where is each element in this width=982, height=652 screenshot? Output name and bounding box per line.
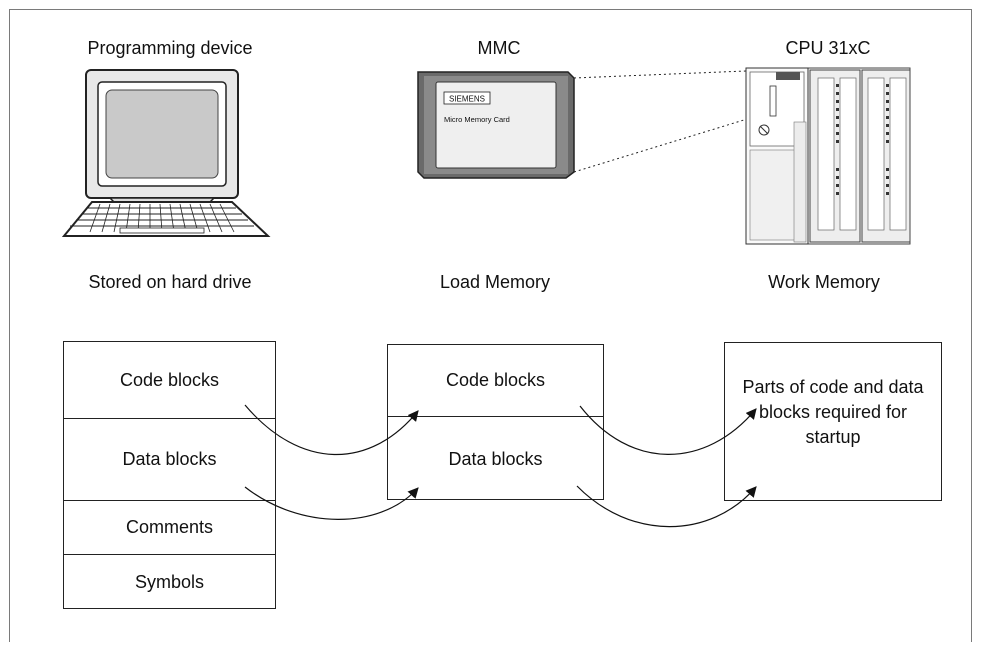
load-memory-box: Code blocks Data blocks [387,344,604,500]
hard-drive-box: Code blocks Data blocks Comments Symbols [63,341,276,609]
arrow-code-load-to-work [579,405,757,455]
hard-drive-comments: Comments [64,501,275,555]
mmc-card-icon: SIEMENS Micro Memory Card [417,71,575,179]
hard-drive-code-blocks-label: Code blocks [119,369,220,390]
hard-drive-symbols-label: Symbols [134,572,205,592]
load-memory-code-blocks: Code blocks [388,345,603,417]
arrow-data-hd-to-load [244,486,419,520]
mmc-slot-projection [573,69,771,173]
cpu-module-icon [745,67,911,245]
mmc-title: MMC [477,38,521,58]
work-memory-content: Parts of code and data blocks required f… [742,377,924,447]
load-memory-label: Load Memory [439,272,551,292]
hard-drive-comments-label: Comments [125,517,214,537]
mmc-brand-text: SIEMENS [449,95,485,104]
computer-icon [61,69,271,237]
work-memory-label: Work Memory [768,272,880,292]
cpu-title: CPU 31xC [785,38,871,58]
hard-drive-label: Stored on hard drive [88,272,252,292]
hard-drive-code-blocks: Code blocks [64,342,275,419]
arrow-data-load-to-work [576,485,757,528]
load-memory-data-blocks-label: Data blocks [448,448,543,469]
hard-drive-symbols: Symbols [64,555,275,610]
work-memory-box: Parts of code and data blocks required f… [724,342,942,501]
arrow-code-hd-to-load [244,404,419,456]
mmc-name-text: Micro Memory Card [444,115,510,124]
programming-device-title: Programming device [87,38,253,58]
hard-drive-data-blocks: Data blocks [64,419,275,501]
load-memory-data-blocks: Data blocks [388,417,603,501]
hard-drive-data-blocks-label: Data blocks [122,449,217,469]
diagram-frame [9,9,972,642]
load-memory-code-blocks-label: Code blocks [445,370,546,390]
